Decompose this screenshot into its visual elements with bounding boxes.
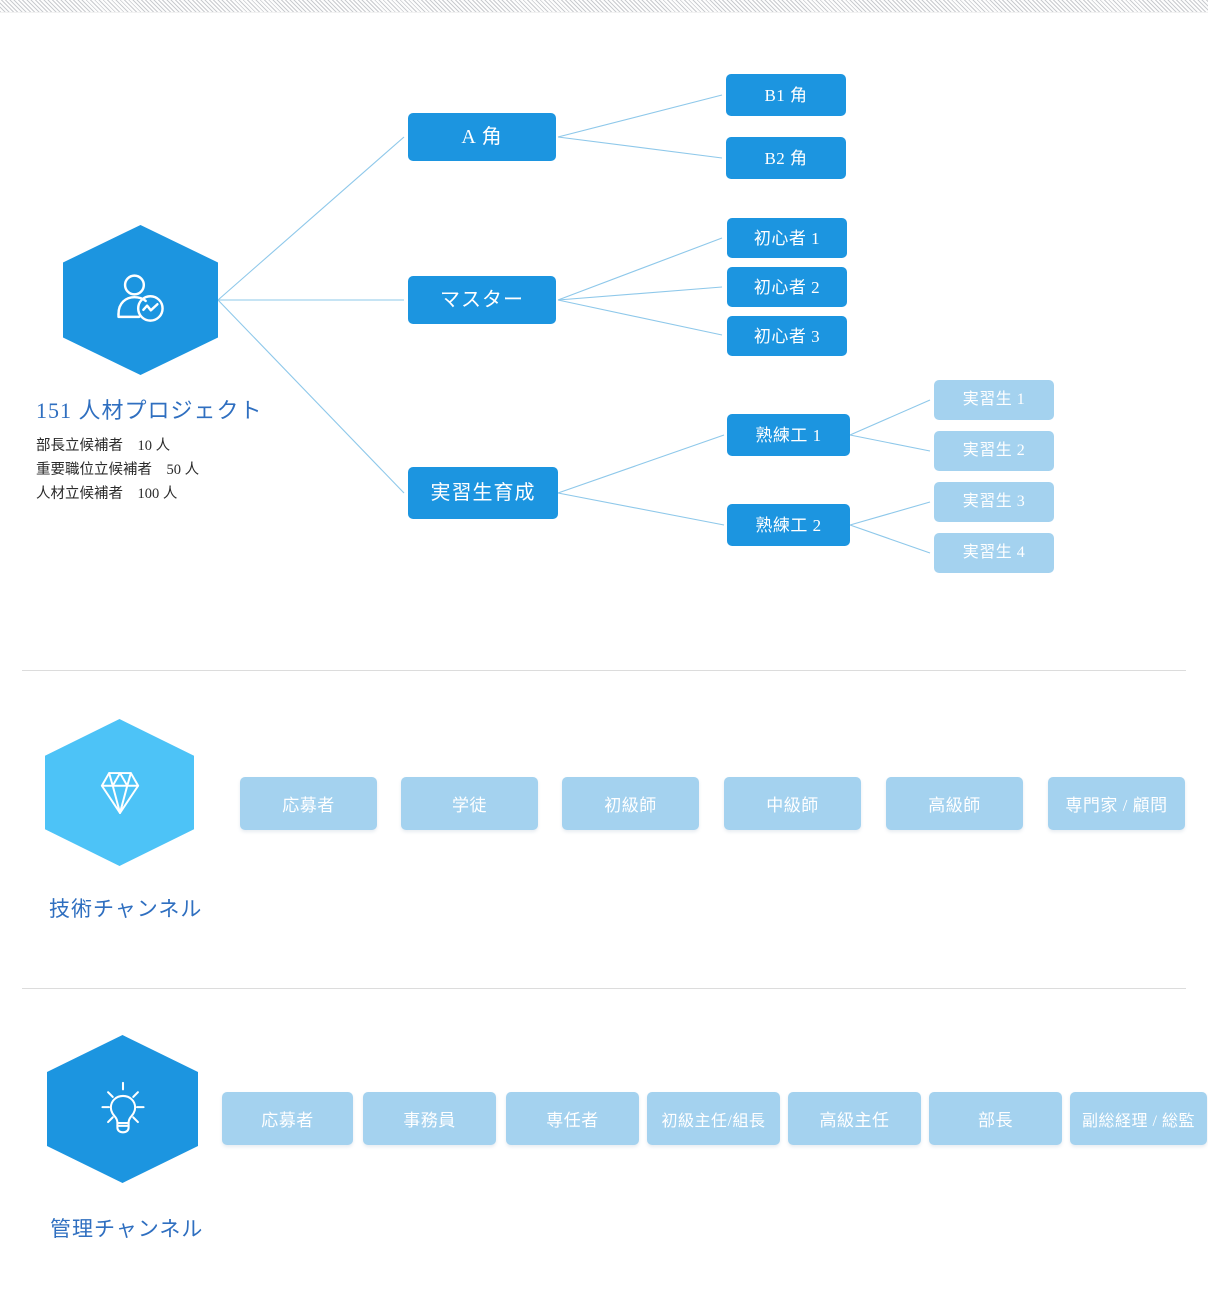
mgmt-step-applicant[interactable]: 応募者: [222, 1092, 353, 1145]
node-trainee-1[interactable]: 実習生 1: [934, 380, 1054, 420]
root-hexagon[interactable]: [63, 225, 218, 375]
node-trainee-training[interactable]: 実習生育成: [408, 467, 558, 519]
section-divider-2: [22, 988, 1186, 989]
root-stats: 部長立候補者 10 人 重要職位立候補者 50 人 人材立候補者 100 人: [36, 434, 199, 506]
tech-channel-section: 技術チャンネル 応募者 学徒 初級師 中級師 高級師 専門家 / 顧問: [0, 671, 1208, 988]
root-caption: 151 人材プロジェクト: [36, 398, 263, 423]
mgmt-step-junior-supervisor[interactable]: 初級主任/組長: [647, 1092, 780, 1145]
talent-tree-section: 151 人材プロジェクト 部長立候補者 10 人 重要職位立候補者 50 人 人…: [0, 13, 1208, 670]
tech-step-applicant[interactable]: 応募者: [240, 777, 377, 830]
node-trainee-2[interactable]: 実習生 2: [934, 431, 1054, 471]
node-trainee-4[interactable]: 実習生 4: [934, 533, 1054, 573]
lightbulb-icon: [95, 1079, 151, 1139]
node-a-kaku[interactable]: A 角: [408, 113, 556, 161]
node-skilled-worker-1[interactable]: 熟練工 1: [727, 414, 850, 456]
node-master[interactable]: マスター: [408, 276, 556, 324]
section-divider-1: [22, 670, 1186, 671]
tech-step-junior-engineer[interactable]: 初級師: [562, 777, 699, 830]
tech-channel-caption: 技術チャンネル: [49, 897, 203, 921]
stat-line-2: 重要職位立候補者 50 人: [36, 462, 200, 478]
tech-step-expert-advisor[interactable]: 専門家 / 顧問: [1048, 777, 1185, 830]
mgmt-channel-hexagon[interactable]: [47, 1035, 198, 1183]
diamond-icon: [91, 765, 149, 821]
mgmt-channel-caption: 管理チャンネル: [50, 1217, 204, 1241]
mgmt-channel-section: 管理チャンネル 応募者 事務員 専任者 初級主任/組長 高級主任 部長 副総経理…: [0, 989, 1208, 1301]
tech-step-mid-engineer[interactable]: 中級師: [724, 777, 861, 830]
node-beginner-1[interactable]: 初心者 1: [727, 218, 847, 258]
stat-line-3: 人材立候補者 100 人: [36, 486, 178, 502]
tech-step-student[interactable]: 学徒: [401, 777, 538, 830]
top-hatched-band: [0, 0, 1208, 13]
node-beginner-2[interactable]: 初心者 2: [727, 267, 847, 307]
stat-line-1: 部長立候補者 10 人: [36, 438, 171, 454]
tech-step-senior-engineer[interactable]: 高級師: [886, 777, 1023, 830]
person-chat-icon: [111, 270, 171, 330]
node-b1-kaku[interactable]: B1 角: [726, 74, 846, 116]
node-skilled-worker-2[interactable]: 熟練工 2: [727, 504, 850, 546]
node-trainee-3[interactable]: 実習生 3: [934, 482, 1054, 522]
mgmt-step-senior-supervisor[interactable]: 高級主任: [788, 1092, 921, 1145]
mgmt-step-clerk[interactable]: 事務員: [363, 1092, 496, 1145]
mgmt-step-department-head[interactable]: 部長: [929, 1092, 1062, 1145]
tech-channel-hexagon[interactable]: [45, 719, 194, 866]
node-beginner-3[interactable]: 初心者 3: [727, 316, 847, 356]
mgmt-step-specialist[interactable]: 専任者: [506, 1092, 639, 1145]
mgmt-step-deputy-gm[interactable]: 副総経理 / 総監: [1070, 1092, 1207, 1145]
node-b2-kaku[interactable]: B2 角: [726, 137, 846, 179]
